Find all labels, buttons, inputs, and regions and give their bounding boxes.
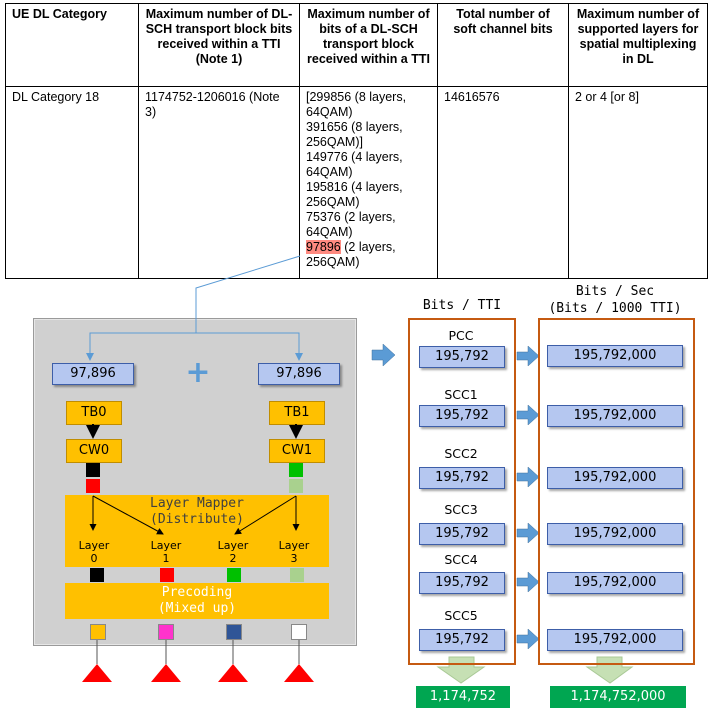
tb-bits-line: 256QAM)] [306, 135, 363, 149]
antenna-0-icon [82, 664, 112, 682]
cw1-symbol-b [289, 479, 303, 493]
precoding-subtitle: (Mixed up) [157, 601, 237, 616]
carrier-bits-sec: 195,792,000 [547, 629, 683, 651]
layer-number: 1 [162, 552, 170, 565]
antenna-2-icon [218, 664, 248, 682]
header-max-layers: Maximum number of supported layers for s… [568, 3, 708, 87]
cw1-symbol-a [289, 463, 303, 477]
cw0-symbol-a [86, 463, 100, 477]
carrier-bits-tti: 195,792 [419, 523, 505, 545]
total-bits-per-tti: 1,174,752 [416, 686, 510, 708]
cell-tb-bits: [299856 (8 layers, 64QAM) 391656 (8 laye… [299, 86, 438, 279]
antenna-3-icon [284, 664, 314, 682]
carrier-bits-sec: 195,792,000 [547, 467, 683, 489]
bits-per-tti-frame [408, 318, 516, 665]
carrier-label-scc5: SCC5 [444, 608, 478, 623]
cw0-symbol-b [86, 479, 100, 493]
carrier-bits-tti: 195,792 [419, 629, 505, 651]
tb-bits-line: [299856 (8 layers, [306, 90, 407, 104]
carrier-bits-tti: 195,792 [419, 405, 505, 427]
cell-soft-bits: 14616576 [437, 86, 569, 279]
layer-number: 2 [229, 552, 237, 565]
cell-max-bits: 1174752-1206016 (Note 3) [138, 86, 300, 279]
tb-bits-line: 256QAM) [306, 255, 360, 269]
bits-per-sec-title-line1: Bits / Sec [575, 284, 655, 299]
carrier-bits-sec: 195,792,000 [547, 523, 683, 545]
tb0-box: TB0 [66, 401, 122, 425]
bits-per-sec-title-line2: (Bits / 1000 TTI) [548, 301, 682, 316]
carrier-bits-tti: 195,792 [419, 467, 505, 489]
carrier-label-scc2: SCC2 [444, 446, 478, 461]
antenna-3-symbol [291, 624, 307, 640]
bits-per-sec-title: Bits / Sec (Bits / 1000 TTI) [538, 283, 692, 317]
highlighted-rest: (2 layers, [340, 240, 396, 254]
header-ue-dl-category: UE DL Category [5, 3, 139, 87]
layer-number: 0 [90, 552, 98, 565]
antenna-1-symbol [158, 624, 174, 640]
layer-word: Layer [78, 539, 110, 552]
antenna-0-symbol [90, 624, 106, 640]
tb-bits-line: 391656 (8 layers, [306, 120, 403, 134]
table-header-row: UE DL Category Maximum number of DL-SCH … [5, 3, 708, 87]
cell-layers: 2 or 4 [or 8] [568, 86, 708, 279]
tb-bits-line: 64QAM) [306, 105, 353, 119]
tb-bits-line: 149776 (4 layers, [306, 150, 403, 164]
tb-bits-line: 195816 (4 layers, [306, 180, 403, 194]
cw1-box: CW1 [269, 439, 325, 463]
carrier-label-pcc: PCC [448, 328, 474, 343]
layer-1-symbol [160, 568, 174, 582]
precoding-block: Precoding (Mixed up) [65, 583, 329, 619]
carrier-bits-tti: 195,792 [419, 346, 505, 368]
header-max-tb-bits-tti: Maximum number of DL-SCH transport block… [138, 3, 300, 87]
layer-number: 3 [290, 552, 298, 565]
tb1-box: TB1 [269, 401, 325, 425]
carrier-bits-sec: 195,792,000 [547, 572, 683, 594]
tb-bits-line-highlighted: 97896 (2 layers, [306, 240, 431, 255]
bits-per-tti-title: Bits / TTI [422, 298, 502, 313]
highlighted-value: 97896 [306, 240, 341, 254]
plus-icon: + [185, 355, 211, 390]
header-soft-channel-bits: Total number of soft channel bits [437, 3, 569, 87]
antenna-1-icon [151, 664, 181, 682]
carrier-label-scc4: SCC4 [444, 552, 478, 567]
layer-2-symbol [227, 568, 241, 582]
header-max-bits-per-tb: Maximum number of bits of a DL-SCH trans… [299, 3, 438, 87]
cw0-box: CW0 [66, 439, 122, 463]
ue-category-table: UE DL Category Maximum number of DL-SCH … [5, 3, 708, 279]
carrier-bits-tti: 195,792 [419, 572, 505, 594]
tb-bits-line: 64QAM) [306, 165, 353, 179]
carrier-bits-sec: 195,792,000 [547, 405, 683, 427]
cell-category: DL Category 18 [5, 86, 139, 279]
tb-bits-line: 256QAM) [306, 195, 360, 209]
layer-word: Layer [278, 539, 310, 552]
antenna-2-symbol [226, 624, 242, 640]
layer-word: Layer [217, 539, 249, 552]
carrier-label-scc3: SCC3 [444, 502, 478, 517]
bits-per-sec-frame [538, 318, 695, 665]
layer-mapper-title: Layer Mapper [150, 496, 244, 511]
layer-0-symbol [90, 568, 104, 582]
tb-bits-line: 64QAM) [306, 225, 353, 239]
precoding-title: Precoding [161, 585, 233, 600]
tb-size-left: 97,896 [52, 363, 134, 385]
table-row: DL Category 18 1174752-1206016 (Note 3) … [5, 86, 708, 279]
layer-mapper-subtitle: (Distribute) [150, 512, 244, 527]
carrier-bits-sec: 195,792,000 [547, 345, 683, 367]
carrier-label-scc1: SCC1 [444, 387, 478, 402]
tb-bits-line: 75376 (2 layers, [306, 210, 396, 224]
tb-size-right: 97,896 [258, 363, 340, 385]
layer-3-symbol [290, 568, 304, 582]
layer-word: Layer [150, 539, 182, 552]
total-bits-per-sec: 1,174,752,000 [550, 686, 686, 708]
